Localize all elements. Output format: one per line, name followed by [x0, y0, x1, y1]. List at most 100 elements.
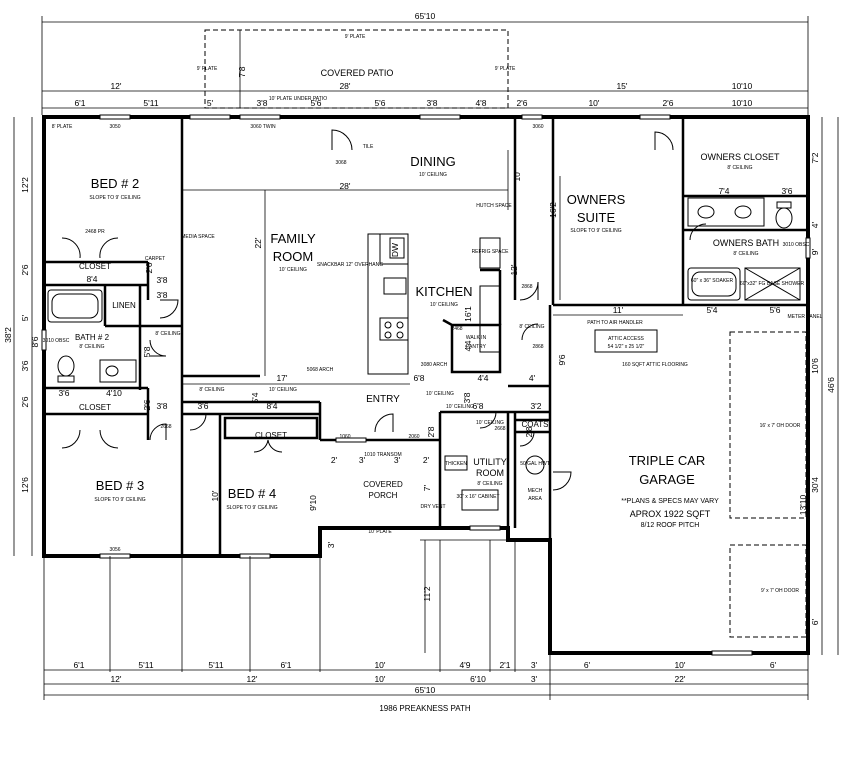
dim-right-1: 4' [810, 221, 820, 228]
family-depth: 22' [253, 237, 263, 248]
patio-plate-right: 9' PLATE [495, 66, 516, 72]
idim-d36: 3'6 [58, 388, 69, 398]
idim-d3a: 3' [359, 455, 366, 465]
dim-bot1-9: 10' [674, 660, 685, 670]
dim-bot2-2: 10' [374, 674, 385, 684]
idim-d12: 12' [509, 264, 519, 275]
entry-note: 10' CEILING [426, 391, 454, 397]
garage-note1: **PLANS & SPECS MAY VARY [621, 498, 719, 505]
idim-d28: 2'8 [426, 426, 436, 437]
bottom-dimensions: 6'1 5'11 5'11 6'1 10' 4'9 2'1 3' 6' 10' … [43, 540, 809, 713]
idim-d84: 8'4 [86, 274, 97, 284]
dim-top2-9: 10' [588, 98, 599, 108]
note-chicken: THICKEN [445, 461, 467, 467]
dim-bot1-0: 6'1 [73, 660, 84, 670]
dim-bot1-3: 6'1 [280, 660, 291, 670]
closet-bed4-name: CLOSET [255, 431, 287, 440]
dimension-overall-top: 65'10 [41, 11, 809, 115]
dim-right-4: 30'4 [810, 477, 820, 493]
bed4-name: BED # 4 [228, 486, 276, 501]
note-tile: TILE [363, 144, 374, 150]
note-w1060: 1060 [339, 434, 350, 440]
closet-bed2-name: CLOSET [79, 262, 111, 271]
note-attic-floor: 160 SQFT ATTIC FLOORING [622, 362, 688, 368]
utility-name2: ROOM [476, 468, 504, 478]
owners-bath-note: 8' CEILING [733, 251, 758, 257]
windows [41, 114, 811, 656]
porch-name1: COVERED [363, 480, 403, 489]
dim-right-5: 6' [810, 618, 820, 625]
dim-bot2-1: 12' [246, 674, 257, 684]
note-w3056: 3056 [109, 547, 120, 553]
garage-doors [729, 331, 807, 638]
idim-d38a: 3'8 [156, 275, 167, 285]
dim-bot2-4: 3' [531, 674, 538, 684]
dim-top2-4: 5'6 [310, 98, 321, 108]
note-media: MEDIA SPACE [181, 234, 215, 240]
owners-bath-name: OWNERS BATH [713, 238, 779, 248]
idim-d54: 5'4 [706, 305, 717, 315]
kitchen-note: 10' CEILING [430, 302, 458, 308]
dim-width-top: 65'10 [415, 11, 436, 21]
dim-left-4: 2'6 [20, 396, 30, 407]
note-w3050: 3050 [109, 124, 120, 130]
idim-d3c: 3' [326, 541, 336, 548]
idim-d28b: 2'8 [524, 426, 534, 437]
dim-bot2-0: 12' [110, 674, 121, 684]
walkin-name1: WALK IN [466, 335, 487, 341]
garage-name1: TRIPLE CAR [629, 453, 706, 468]
idim-d26b: 2'6 [144, 262, 154, 273]
room-labels: BED # 2 SLOPE TO 9' CEILING BED # 3 SLOP… [75, 152, 780, 535]
interior-dimension-labels: 8'4 3'8 4'10 3'6 3'8 3'6 8'4 6'8 4'4 4' … [58, 186, 792, 602]
dim-bot1-4: 10' [374, 660, 385, 670]
note-snackbar: SNACKBAR 12" OVERHANG [317, 262, 383, 268]
top-dimensions: 12' 28' 15' 10'10 6'1 5'11 5' 3'8 5'6 5'… [42, 81, 808, 109]
owners-closet-name: OWNERS CLOSET [700, 152, 780, 162]
suite-name2: SUITE [577, 210, 616, 225]
note-soaker: 60" x 36" SOAKER [691, 278, 734, 284]
walkin-name2: PANTRY [466, 344, 486, 350]
note-ceil8a: 8' CEILING [199, 387, 224, 393]
dim-left-overall: 38'2 [3, 327, 13, 343]
note-w2060: 2060 [408, 434, 419, 440]
dim-left-inner: 8'6 [30, 336, 40, 347]
dim-bot2-5: 22' [674, 674, 685, 684]
dim-top1-c: 15' [616, 81, 627, 91]
idim-d161: 16'1 [463, 306, 473, 322]
family-name2: ROOM [273, 249, 313, 264]
dim-bot1-7: 3' [531, 660, 538, 670]
note-attic-access: ATTIC ACCESS [608, 336, 644, 342]
owners-closet-note: 8' CEILING [727, 165, 752, 171]
idim-d54b: 5'4 [250, 392, 260, 403]
idim-d38b: 3'8 [156, 401, 167, 411]
idim-d2b: 2' [423, 455, 430, 465]
dim-top2-7: 4'8 [475, 98, 486, 108]
idim-d26: 2'6 [142, 399, 152, 410]
linen-name: LINEN [112, 301, 136, 310]
note-refrig: REFRIG SPACE [472, 249, 510, 255]
dining-depth: 10' [512, 170, 522, 181]
patio-label: COVERED PATIO [321, 68, 394, 78]
dim-top1-a: 12' [110, 81, 121, 91]
family-name1: FAMILY [270, 231, 316, 246]
garage-name2: GARAGE [639, 472, 695, 487]
note-door2868b: 2868 [532, 344, 543, 350]
dim-right-2: 9' [810, 248, 820, 255]
dim-top2-6: 3'8 [426, 98, 437, 108]
idim-d32: 3'2 [530, 401, 541, 411]
patio-plate-left: 9' PLATE [197, 66, 218, 72]
note-w3060twin: 3060 TWIN [250, 124, 276, 130]
note-door3068: 3068 [335, 160, 346, 166]
note-cabinet: 30" x 16" CABINET [456, 494, 499, 500]
mech-name1: MECH [528, 488, 543, 494]
dim-right-0: 7'2 [810, 152, 820, 163]
note-plate8: 8' PLATE [52, 124, 73, 130]
dining-note: 10' CEILING [419, 172, 447, 178]
address-label: 1986 PREAKNESS PATH [379, 704, 471, 713]
dim-width-bottom: 65'10 [415, 685, 436, 695]
dim-top2-2: 5' [207, 98, 214, 108]
note-hutch: HUTCH SPACE [476, 203, 512, 209]
note-ceil10a: 10' CEILING [269, 387, 297, 393]
dim-bot1-10: 6' [770, 660, 777, 670]
dim-bot1-8: 6' [584, 660, 591, 670]
